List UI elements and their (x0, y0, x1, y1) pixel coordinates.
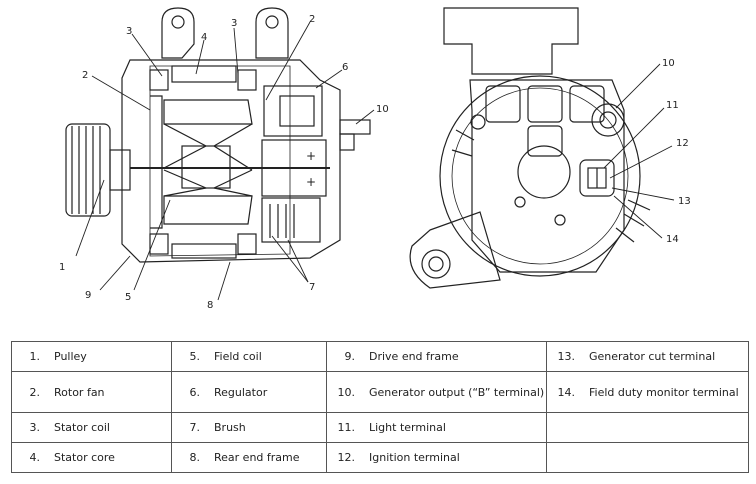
callout-8: 8 (207, 300, 213, 311)
legend-row: 3.Stator coil 7.Brush 11.Light terminal (11, 412, 749, 443)
mounting-bracket (443, 7, 579, 75)
legend-cell: 14.Field duty monitor terminal (546, 371, 749, 413)
connector (579, 159, 615, 197)
rear-view (409, 7, 675, 289)
callout-6: 6 (342, 62, 348, 73)
legend-cell: 10.Generator output (“B” terminal) (326, 371, 547, 413)
callout-4: 4 (201, 32, 207, 43)
legend-row: 2.Rotor fan 6.Regulator 10.Generator out… (11, 371, 749, 413)
output-stud (339, 119, 371, 135)
legend-cell: 9.Drive end frame (326, 341, 547, 372)
rotor (130, 99, 330, 225)
b-terminal (591, 103, 625, 137)
legend-cell: 8.Rear end frame (171, 442, 327, 473)
callout-2: 2 (82, 70, 88, 81)
sectional-callouts: 1 2 3 4 3 2 6 10 7 8 9 5 (59, 14, 389, 311)
rear-housing (439, 75, 641, 277)
legend-cell: 2.Rotor fan (11, 371, 172, 413)
svg-text:+: + (306, 149, 316, 163)
alternator-diagram: + + 1 2 3 4 3 2 (59, 7, 691, 311)
callout-r14: 14 (666, 234, 679, 245)
callout-3b: 3 (231, 18, 237, 29)
legend-cell: 1.Pulley (11, 341, 172, 372)
legend-row: 1.Pulley 5.Field coil 9.Drive end frame … (11, 341, 749, 372)
callout-10: 10 (376, 104, 389, 115)
callout-r10: 10 (662, 58, 675, 69)
parts-legend-table: 1.Pulley 5.Field coil 9.Drive end frame … (11, 341, 749, 473)
callout-5: 5 (125, 292, 131, 303)
rear-callouts: 10 11 12 13 14 (662, 58, 691, 245)
callout-r11: 11 (666, 100, 679, 111)
callout-3: 3 (126, 26, 132, 37)
legend-cell: 13.Generator cut terminal (546, 341, 749, 372)
callout-2b: 2 (309, 14, 315, 25)
stator-core (171, 65, 237, 83)
mounting-ear-right (255, 7, 289, 59)
regulator (263, 85, 323, 137)
legend-cell: 12.Ignition terminal (326, 442, 547, 473)
brush (261, 197, 321, 243)
legend-cell: 3.Stator coil (11, 412, 172, 443)
legend-cell-empty (546, 412, 749, 443)
legend-cell-empty (546, 442, 749, 473)
legend-cell: 7.Brush (171, 412, 327, 443)
legend-row: 4.Stator core 8.Rear end frame 12.Igniti… (11, 442, 749, 473)
legend-cell: 11.Light terminal (326, 412, 547, 443)
sectional-view: + + (65, 7, 375, 301)
svg-text:+: + (306, 175, 316, 189)
callout-9: 9 (85, 290, 91, 301)
pulley (65, 123, 131, 217)
brush-holder (261, 139, 327, 197)
mounting-ear-left (161, 7, 195, 59)
callout-1: 1 (59, 262, 65, 273)
stator-coil (149, 69, 169, 91)
legend-cell: 5.Field coil (171, 341, 327, 372)
drive-end-frame (121, 59, 341, 263)
callout-r12: 12 (676, 138, 689, 149)
callout-7: 7 (309, 282, 315, 293)
legend-cell: 4.Stator core (11, 442, 172, 473)
rotor-fan (150, 95, 163, 229)
callout-r13: 13 (678, 196, 691, 207)
legend-cell: 6.Regulator (171, 371, 327, 413)
